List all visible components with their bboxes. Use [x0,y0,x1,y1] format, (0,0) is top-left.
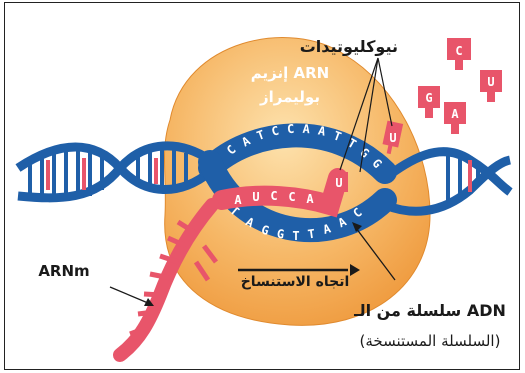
bound-nucleotide-label: U [335,176,342,190]
rna-base-0: A [234,193,242,207]
transcription-direction-label: اتجاه الاستنساخ [241,274,350,290]
rna-base-1: U [252,190,259,204]
free-nucleotide-u: U [480,70,502,102]
free-nucleotide-u-label: U [487,75,494,89]
enzyme-label-line1: إنزيم ARN [251,64,329,82]
free-nucleotide-c: C [447,38,471,70]
rna-base-4: A [306,192,314,206]
top-strand-base-5: C [287,122,295,136]
free-nucleotide-g: G [418,86,440,118]
free-nucleotide-a-label: A [451,107,459,121]
template-strand-label: (السلسلة المستنسخة) [360,332,501,350]
bound-nucleotide: U [330,172,348,192]
dna-strand-label: سلسلة من الـ ADN [353,301,506,320]
rna-base-2: C [270,189,277,203]
nucleotides-label: نيوكليوتيدات [300,37,398,56]
mrna-label: ARNm [38,262,89,280]
free-nucleotide-g-label: G [425,91,432,105]
free-nucleotide-a: A [444,102,466,134]
template-strand-base-4: T [292,229,299,243]
incoming-nucleotide-label: U [389,131,396,145]
free-nucleotide-c-label: C [455,44,462,58]
rna-base-3: C [288,190,295,204]
enzyme-label-line2: بوليمراز [259,88,320,106]
